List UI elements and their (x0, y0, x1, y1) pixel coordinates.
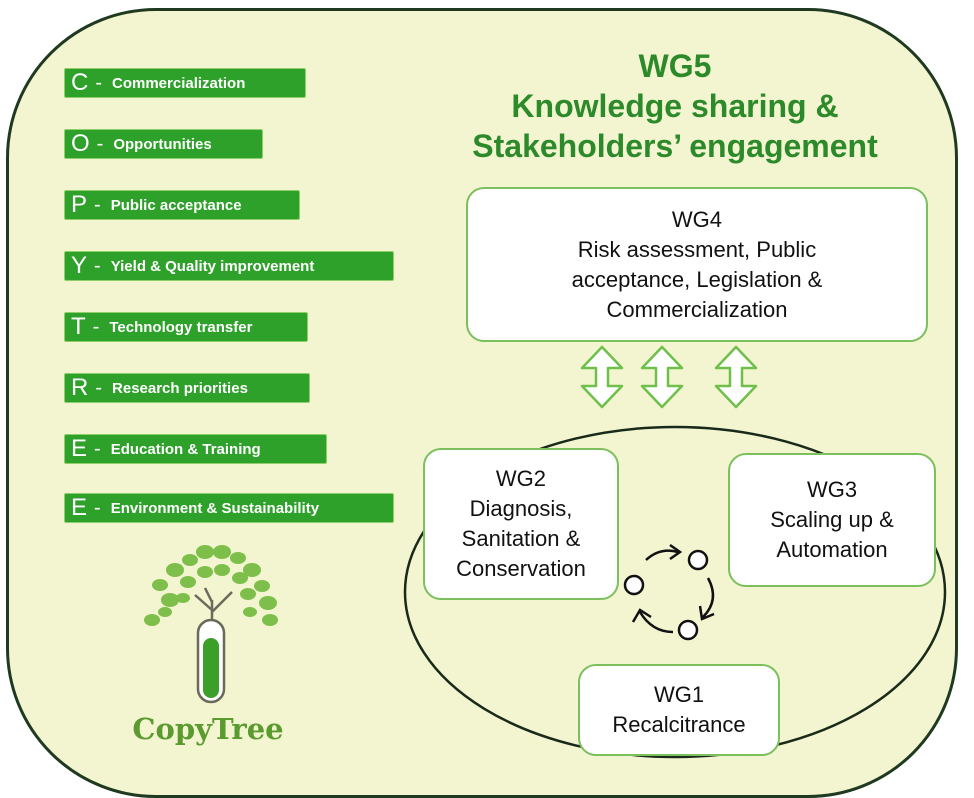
acronym-dash: - (95, 376, 103, 399)
wg4-description-line: Commercialization (606, 296, 788, 322)
wg4-description-line: acceptance, Legislation & (571, 266, 823, 292)
acronym-letter: E (71, 435, 88, 462)
wg2-box: WG2 Diagnosis, Sanitation & Conservation (423, 448, 619, 600)
acronym-item-y: Y - Yield & Quality improvement (64, 251, 394, 281)
wg2-title: WG2 (495, 466, 547, 491)
acronym-dash: - (94, 496, 101, 519)
acronym-dash: - (92, 315, 100, 338)
working-groups-ellipse (403, 425, 947, 759)
double-arrow-icon (640, 345, 684, 409)
wg4-box: WG4 Risk assessment, Public acceptance, … (466, 187, 928, 342)
wg5-subtitle-line1: Knowledge sharing & (511, 88, 839, 124)
acronym-word: Commercialization (112, 74, 246, 92)
wg2-description-line: Diagnosis, (469, 496, 573, 521)
acronym-dash: - (94, 254, 101, 277)
acronym-word: Environment & Sustainability (110, 499, 320, 517)
acronym-letter: C (71, 69, 89, 96)
wg2-description-line: Conservation (456, 556, 586, 581)
acronym-item-o: O - Opportunities (64, 129, 263, 159)
double-arrow-icon (714, 345, 758, 409)
double-arrow-icon (580, 345, 624, 409)
acronym-letter: P (71, 191, 88, 218)
acronym-dash: - (96, 132, 104, 155)
acronym-word: Public acceptance (110, 196, 242, 214)
acronym-word: Opportunities (113, 135, 212, 153)
acronym-letter: Y (71, 252, 88, 279)
acronym-dash: - (94, 437, 101, 460)
acronym-letter: T (71, 313, 86, 340)
acronym-word: Yield & Quality improvement (110, 257, 315, 275)
acronym-dash: - (94, 193, 101, 216)
acronym-item-t: T - Technology transfer (64, 312, 308, 342)
wg1-title: WG1 (653, 682, 705, 707)
acronym-letter: E (71, 494, 88, 521)
wg3-title: WG3 (806, 477, 858, 502)
wg5-title: WG5 (638, 48, 712, 84)
acronym-item-r: R - Research priorities (64, 373, 310, 403)
acronym-letter: O (71, 130, 90, 157)
wg3-box: WG3 Scaling up & Automation (728, 453, 936, 587)
wg1-box: WG1 Recalcitrance (578, 664, 780, 756)
acronym-letter: R (71, 374, 89, 401)
acronym-item-e2: E - Environment & Sustainability (64, 493, 394, 523)
copytree-logo-text: CopyTree (132, 712, 284, 746)
wg1-description-line: Recalcitrance (612, 712, 746, 737)
wg2-description-line: Sanitation & (461, 526, 581, 551)
acronym-word: Education & Training (110, 440, 261, 458)
cycle-icon (623, 543, 715, 641)
acronym-item-e1: E - Education & Training (64, 434, 327, 464)
wg5-subtitle-line2: Stakeholders’ engagement (472, 128, 878, 164)
copytree-logo-icon (144, 545, 278, 704)
acronym-dash: - (95, 71, 103, 94)
acronym-item-c: C - Commercialization (64, 68, 306, 98)
wg3-description-line: Scaling up & (770, 507, 894, 532)
acronym-word: Research priorities (112, 379, 248, 397)
wg4-title: WG4 (671, 206, 723, 232)
acronym-word: Technology transfer (109, 318, 253, 336)
wg3-description-line: Automation (776, 537, 888, 562)
acronym-item-p: P - Public acceptance (64, 190, 300, 220)
wg4-description-line: Risk assessment, Public (577, 236, 817, 262)
